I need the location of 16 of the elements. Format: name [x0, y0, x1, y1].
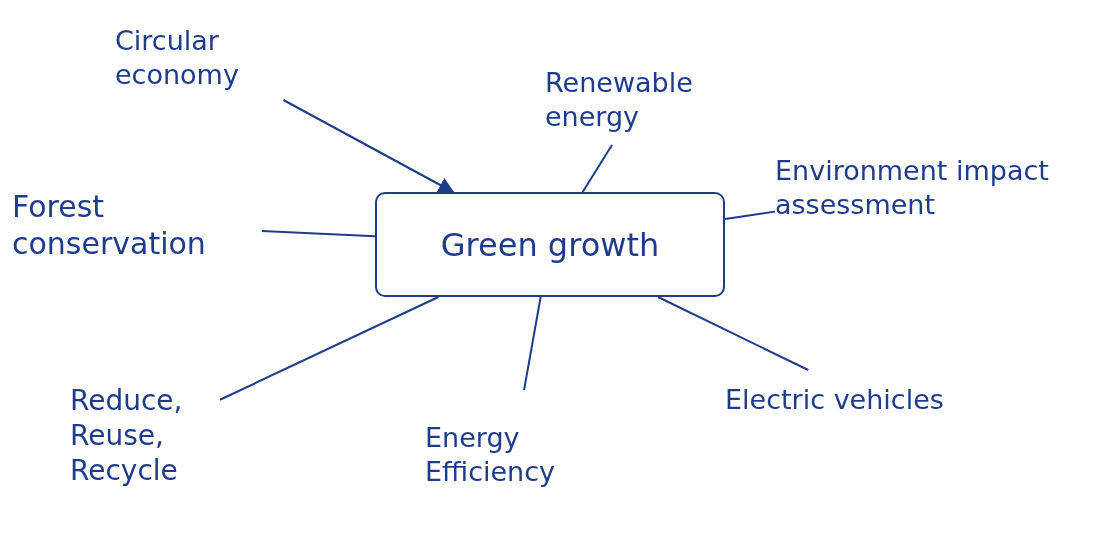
branch-label: Electric vehicles: [725, 383, 944, 417]
branch-label: Circular economy: [115, 23, 240, 92]
branch-label: Renewable energy: [545, 66, 694, 134]
branch-label: Energy Efficiency: [425, 421, 557, 489]
connector-line: [657, 296, 810, 371]
connector-line: [219, 296, 440, 401]
arrow: [282, 99, 455, 193]
topic-label: Green growth: [440, 224, 660, 265]
connector-line: [261, 229, 376, 238]
connector-line: [581, 144, 613, 193]
branch-label: Reduce, Reuse, Recycle: [70, 382, 184, 488]
branch-label: Forest conservation: [12, 187, 207, 263]
branch-label: Environment impact assessment: [775, 153, 1050, 222]
connector-line: [523, 296, 542, 391]
central-topic-box: [375, 192, 725, 297]
connector-line: [724, 210, 776, 220]
